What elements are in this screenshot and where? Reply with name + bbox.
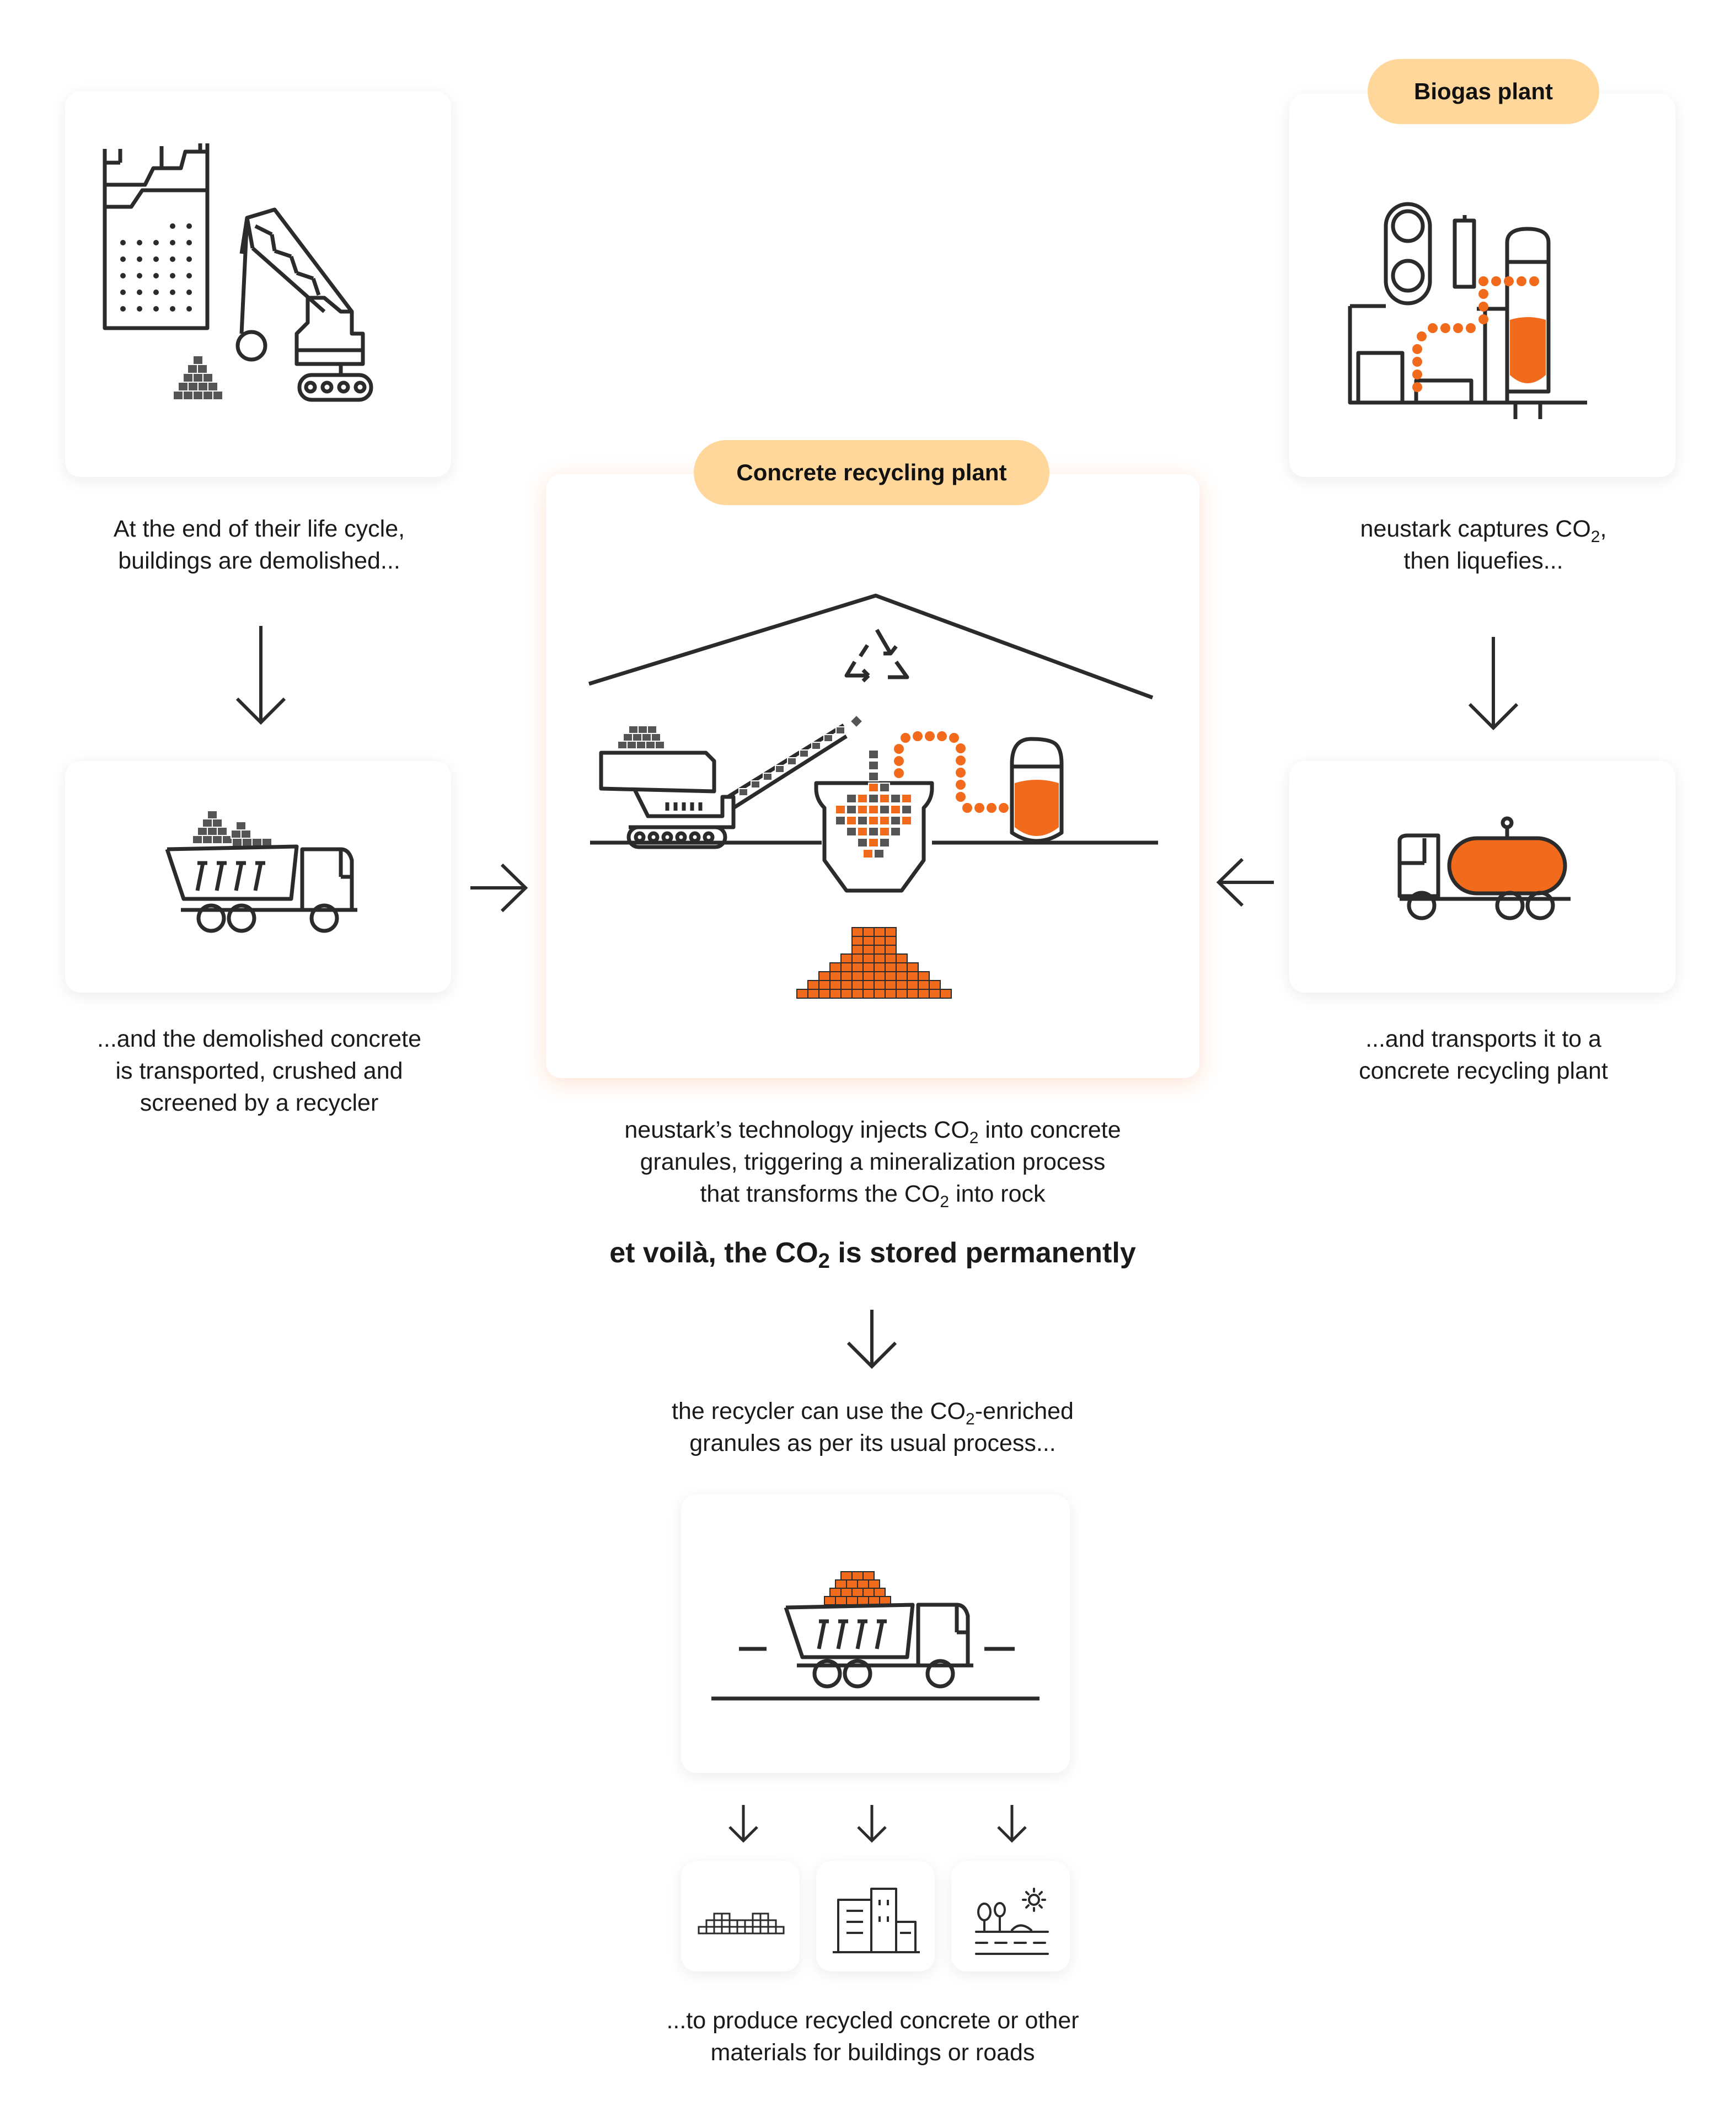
caption-line: granules, triggering a mineralization pr… [640, 1149, 1106, 1175]
caption-line: screened by a recycler [140, 1090, 379, 1116]
caption-line: neustark’s technology injects CO2 into c… [624, 1117, 1121, 1147]
roads-card [951, 1861, 1070, 1971]
caption-line: ...and the demolished concrete [97, 1026, 422, 1052]
road-icon [975, 1888, 1049, 1955]
tanker-truck-icon [1397, 816, 1571, 920]
tanker-truck-card [1289, 761, 1675, 993]
arrow-down-icon [857, 1805, 887, 1843]
concrete-blocks-icon [698, 1912, 785, 1935]
caption-line: ...and transports it to a [1365, 1026, 1601, 1052]
arrow-down-icon [728, 1805, 758, 1843]
caption-line: buildings are demolished... [118, 548, 400, 574]
recycling-plant-badge: Concrete recycling plant [694, 440, 1049, 505]
recycling-plant-icon [588, 593, 1158, 999]
arrow-down-icon [846, 1310, 897, 1369]
dump-truck-icon [165, 810, 357, 933]
caption-line: the recycler can use the CO2-enriched [672, 1398, 1074, 1428]
technology-caption: neustark’s technology injects CO2 into c… [529, 1114, 1216, 1210]
recycled-concrete-card [681, 1861, 800, 1971]
buildings-icon [833, 1888, 920, 1953]
arrow-down-icon [1468, 637, 1519, 731]
caption-line: is transported, crushed and [115, 1058, 403, 1084]
dump-truck-card [65, 761, 451, 993]
caption-line: ...to produce recycled concrete or other [666, 2007, 1079, 2034]
caption-line: concrete recycling plant [1359, 1058, 1608, 1084]
demolition-card [65, 91, 451, 477]
produce-caption: ...to produce recycled concrete or other… [551, 2005, 1194, 2069]
caption-line: materials for buildings or roads [710, 2039, 1035, 2066]
arrow-right-icon [470, 863, 528, 913]
biogas-plant-badge: Biogas plant [1368, 59, 1599, 124]
enriched-truck-card [681, 1494, 1070, 1773]
biogas-plant-icon [1348, 202, 1587, 419]
demolition-crane-icon [103, 143, 373, 402]
capture-caption: neustark captures CO2, then liquefies... [1263, 513, 1704, 577]
stored-permanently-heading: et voilà, the CO2 is stored permanently [609, 1237, 1136, 1273]
caption-line: that transforms the CO2 into rock [700, 1181, 1046, 1211]
transport-recycler-caption: ...and the demolished concrete is transp… [22, 1023, 496, 1119]
arrow-down-icon [997, 1805, 1027, 1843]
reuse-caption: the recycler can use the CO2-enriched gr… [551, 1395, 1194, 1459]
demolition-caption: At the end of their life cycle, building… [33, 513, 485, 577]
caption-line: granules as per its usual process... [689, 1430, 1056, 1456]
caption-line: At the end of their life cycle, [113, 516, 405, 542]
biogas-plant-card [1289, 94, 1675, 477]
recycling-plant-card [546, 474, 1199, 1078]
arrow-left-icon [1216, 858, 1274, 907]
buildings-card [816, 1861, 935, 1971]
caption-line: neustark captures CO2, [1360, 516, 1607, 546]
caption-line: then liquefies... [1403, 548, 1563, 574]
arrow-down-icon [235, 626, 286, 725]
enriched-truck-icon [711, 1571, 1040, 1701]
transport-plant-caption: ...and transports it to a concrete recyc… [1263, 1023, 1704, 1087]
